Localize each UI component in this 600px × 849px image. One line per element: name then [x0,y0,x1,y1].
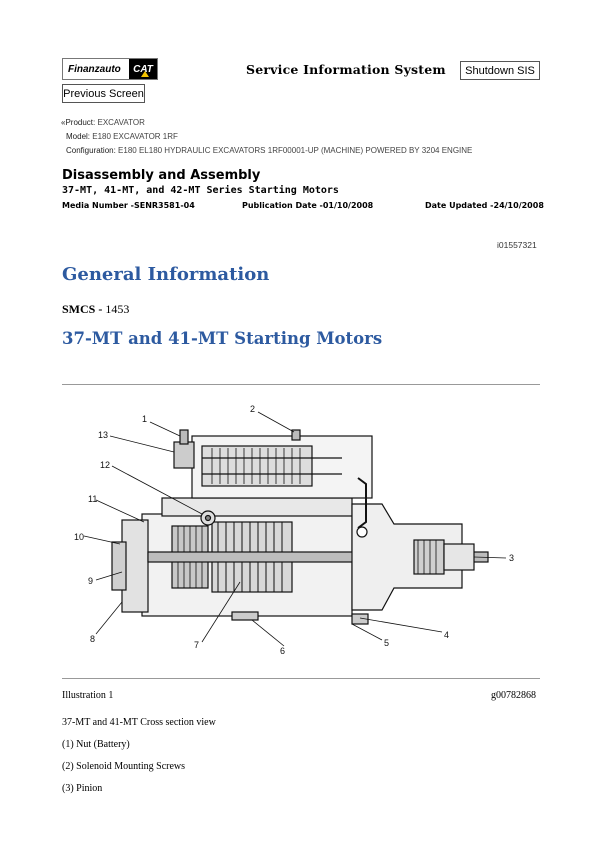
configuration-value: E180 EL180 HYDRAULIC EXCAVATORS 1RF00001… [118,146,473,155]
logo-text: Finanzauto [68,63,121,75]
callout-7: 7 [194,640,199,650]
app-title: Service Information System [246,62,446,77]
finanzauto-cat-logo: Finanzauto CAT [62,58,158,80]
date-updated: Date Updated -24/10/2008 [425,201,544,210]
callout-9: 9 [88,576,93,586]
heading-general-information: General Information [62,264,270,285]
callout-6: 6 [280,646,285,656]
smcs-code: SMCS - 1453 [62,302,129,317]
callout-3: 3 [509,553,514,563]
smcs-label: SMCS - [62,302,103,316]
part-item: (2) Solenoid Mounting Screws [62,761,186,772]
model-line: Model: E180 EXCAVATOR 1RF [66,132,178,141]
starting-motor-cross-section-illustration: 1 2 3 4 5 6 7 8 9 10 11 12 13 [74,404,514,656]
part-item: (3) Pinion [62,783,103,794]
callout-10: 10 [74,532,84,542]
callout-5: 5 [384,638,389,648]
collapse-chevron-icon[interactable]: « [61,118,66,127]
divider [62,678,540,679]
product-line: «Product: EXCAVATOR [61,118,145,127]
divider [62,384,540,385]
document-title: Disassembly and Assembly [62,168,261,183]
part-item: (1) Nut (Battery) [62,739,130,750]
callout-4: 4 [444,630,449,640]
callout-13: 13 [98,430,108,440]
callout-8: 8 [90,634,95,644]
product-value: EXCAVATOR [97,118,145,127]
callout-12: 12 [100,460,110,470]
model-label: Model: [66,132,91,141]
illustration-caption: 37-MT and 41-MT Cross section view [62,717,216,728]
document-id: i01557321 [497,240,537,250]
illustration-id: g00782868 [491,690,536,701]
shutdown-sis-button[interactable]: Shutdown SIS [460,61,540,80]
callout-2: 2 [250,404,255,414]
model-value: E180 EXCAVATOR 1RF [92,132,178,141]
product-label: Product: [65,118,96,127]
smcs-value: 1453 [105,302,130,316]
publication-date: Publication Date -01/10/2008 [242,201,374,210]
illustration-label: Illustration 1 [62,690,114,701]
configuration-label: Configuration: [66,146,116,155]
callout-1: 1 [142,414,147,424]
cat-logo-icon: CAT [129,59,157,79]
configuration-line: Configuration: E180 EL180 HYDRAULIC EXCA… [66,146,472,155]
callout-11: 11 [88,494,97,504]
heading-starting-motors: 37-MT and 41-MT Starting Motors [62,329,383,348]
previous-screen-button[interactable]: Previous Screen [62,84,145,103]
media-number: Media Number -SENR3581-04 [62,201,195,210]
document-subtitle: 37-MT, 41-MT, and 42-MT Series Starting … [62,185,339,196]
